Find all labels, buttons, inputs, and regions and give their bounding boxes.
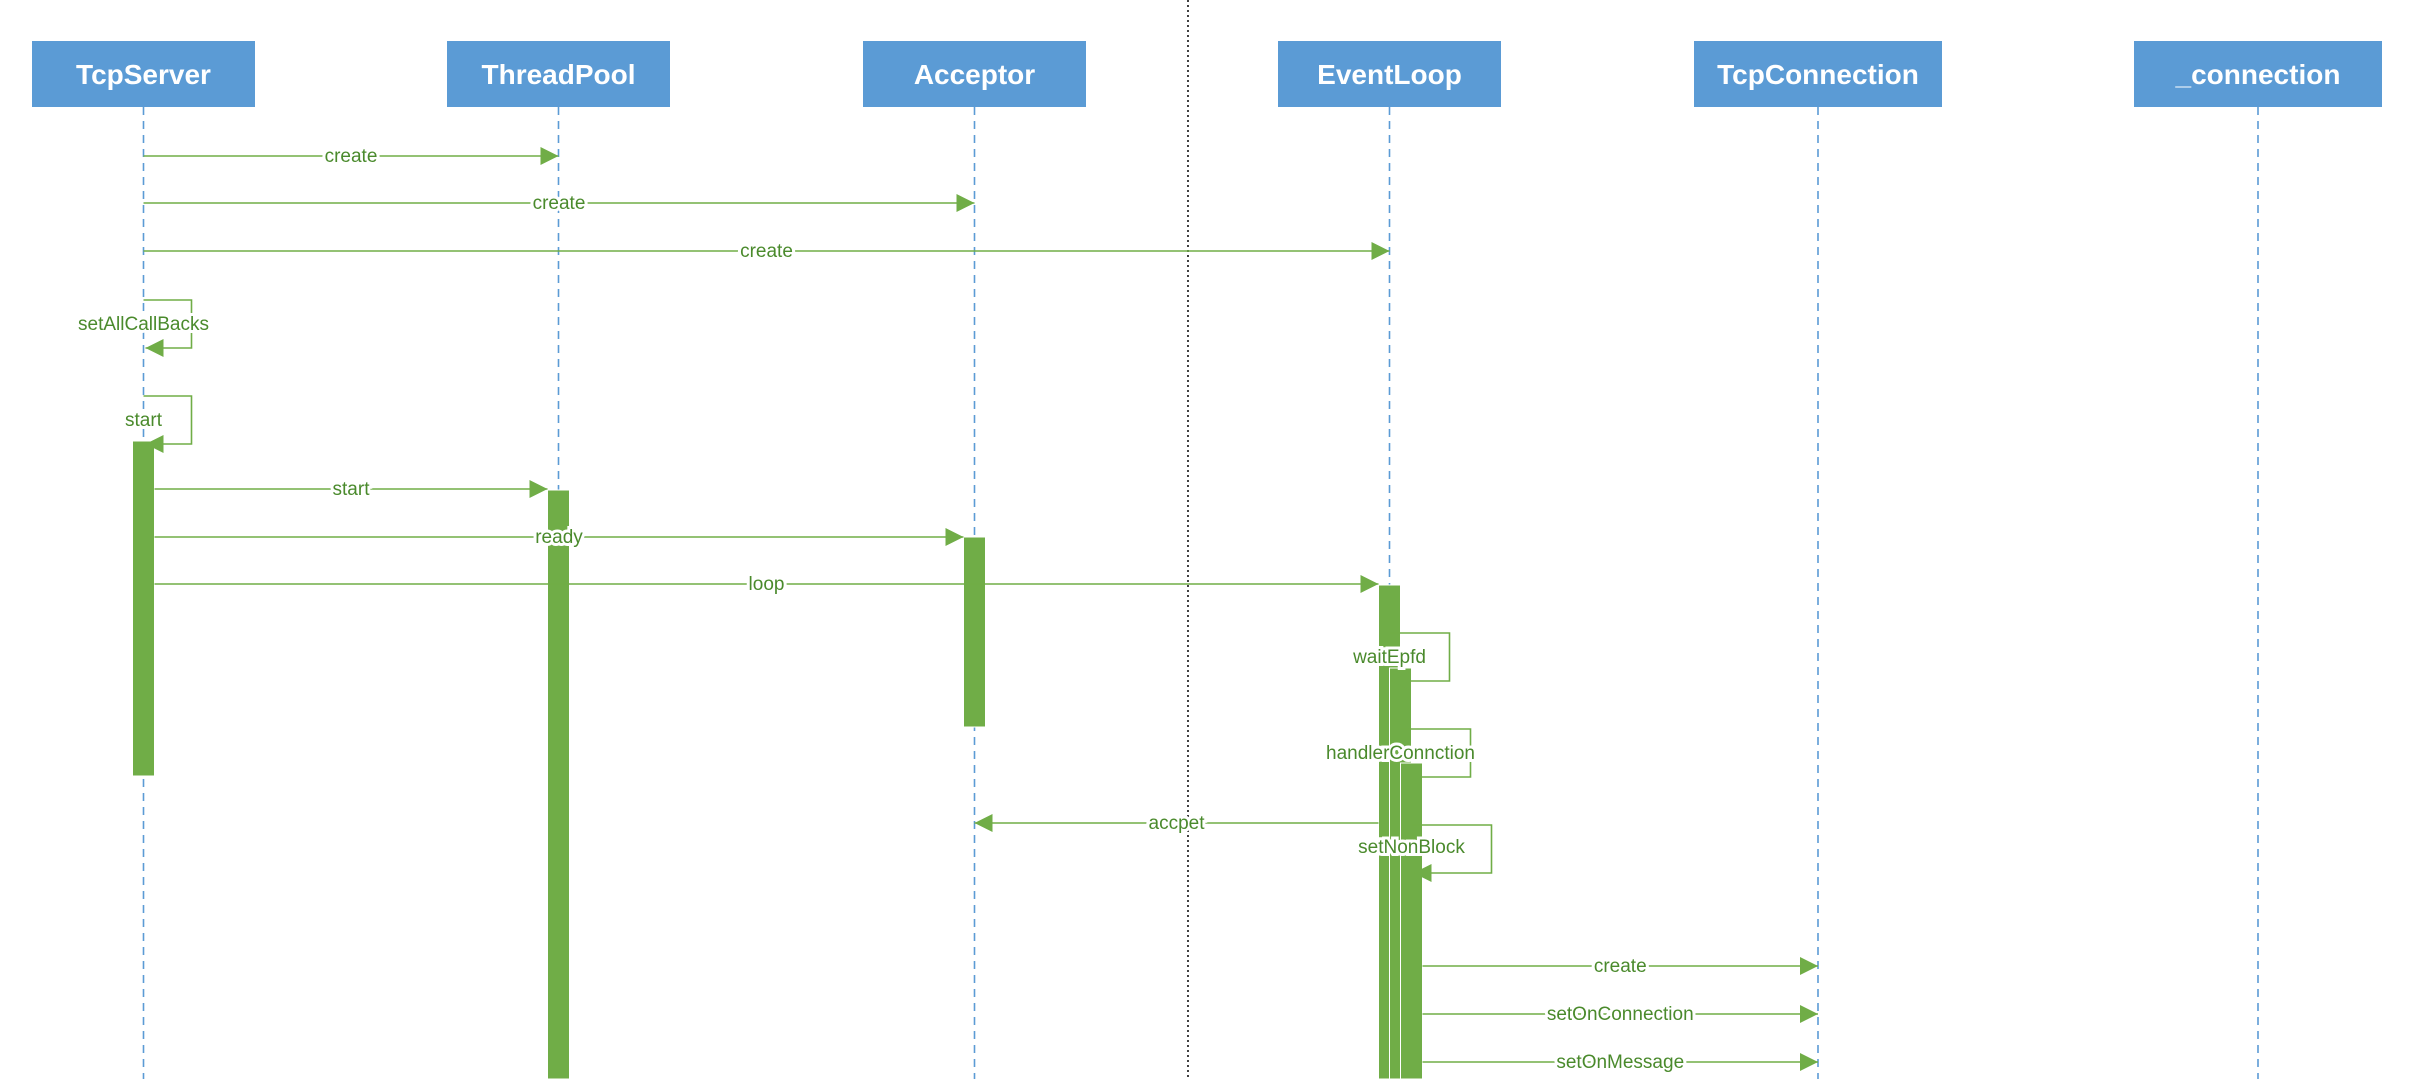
message-label: create [325,146,378,167]
message-setOnMessage: setOnMessage [1422,1049,1818,1076]
message-label: setOnMessage [1556,1052,1684,1073]
participant-connection: _connection [2134,41,2382,107]
participant-eventloop: EventLoop [1278,41,1501,107]
participant-box [32,41,255,107]
tcpserver-activation-bar [132,440,155,777]
message-create: create [143,238,1390,265]
message-create: create [1422,953,1818,980]
participant-label: EventLoop [1317,59,1462,90]
message-label: create [1594,956,1647,977]
message-handlerConnction: handlerConnction [1323,728,1478,786]
participant-label: TcpServer [76,59,211,90]
threadpool-activation-bar [547,489,570,1079]
message-loop: loop [154,571,1379,598]
message-setNonBlock: setNonBlock [1355,824,1493,882]
message-accpet: accpet [974,810,1379,837]
lifelines [142,107,2259,1079]
self-message-arrow [143,299,193,357]
message-setOnConnection: setOnConnection [1422,1001,1818,1028]
participant-box [1694,41,1942,107]
eventloop-activation-bar [1400,762,1423,1079]
participant-box [2134,41,2382,107]
acceptor-activation-bar [963,536,986,728]
message-create: create [143,143,559,170]
self-message-arrow [1411,824,1493,882]
message-label: setNonBlock [1358,837,1465,858]
participant-tcpserver: TcpServer [32,41,255,107]
message-start: start [154,476,548,503]
message-ready: ready [154,524,964,551]
message-label: create [533,193,586,214]
messages: create create create setAllCallBacks start st… [75,143,1818,1076]
participant-box [1278,41,1501,107]
message-label: accpet [1149,813,1206,834]
message-label: start [333,479,371,500]
participant-acceptor: Acceptor [863,41,1086,107]
message-label: loop [749,574,785,595]
participant-label: Acceptor [914,59,1035,90]
message-setAllCallBacks: setAllCallBacks [75,299,212,357]
self-message-arrow [1389,632,1451,690]
self-message-arrow [143,395,193,453]
participant-label: ThreadPool [481,59,635,90]
message-label: setAllCallBacks [78,314,209,335]
message-label: setOnConnection [1547,1004,1694,1025]
participant-headers: TcpServer ThreadPool Acceptor EventLoop TcpC… [32,41,2382,107]
participant-threadpool: ThreadPool [447,41,670,107]
participant-box [863,41,1086,107]
participant-label: _connection [2175,59,2341,90]
message-label: waitEpfd [1352,647,1426,668]
message-label: handlerConnction [1326,743,1475,764]
activation-bars [132,440,1423,1079]
message-waitEpfd: waitEpfd [1349,632,1451,690]
self-message-arrow [1400,728,1472,786]
message-create: create [143,190,975,217]
message-start: start [122,395,193,453]
participant-box [447,41,670,107]
participant-tcpconnection: TcpConnection [1694,41,1942,107]
message-label: start [125,410,163,431]
participant-label: TcpConnection [1717,59,1919,90]
message-label: create [740,241,793,262]
message-label: ready [535,527,583,548]
